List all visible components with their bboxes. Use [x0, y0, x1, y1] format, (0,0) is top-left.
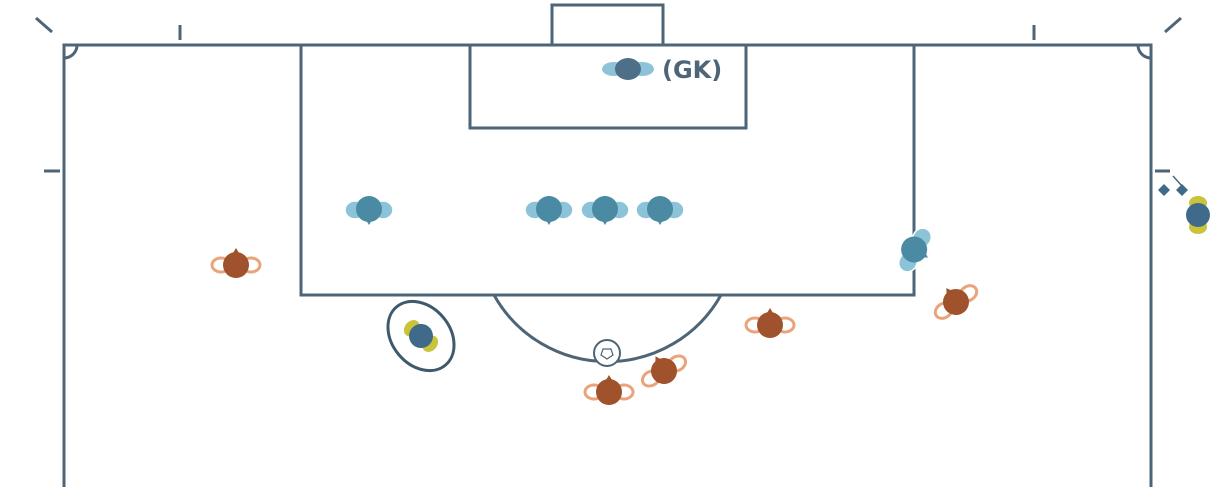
goalkeeper: (GK) — [602, 56, 722, 84]
goalkeeper-label: (GK) — [662, 56, 722, 84]
attacker-player — [925, 272, 985, 328]
attacker-player — [633, 342, 693, 396]
highlighted-player — [386, 299, 456, 373]
defender-player — [580, 195, 630, 226]
defender-player — [635, 195, 685, 226]
attackers — [210, 246, 985, 407]
pitch-lines — [35, 3, 1182, 487]
attacker-player — [583, 373, 635, 407]
defender-player — [344, 195, 394, 226]
defender-player — [524, 195, 574, 226]
defenders — [344, 195, 941, 280]
attacker-player — [744, 306, 796, 340]
ball-icon — [593, 339, 621, 367]
corner-player — [1158, 175, 1210, 234]
attacker-player — [210, 246, 262, 280]
